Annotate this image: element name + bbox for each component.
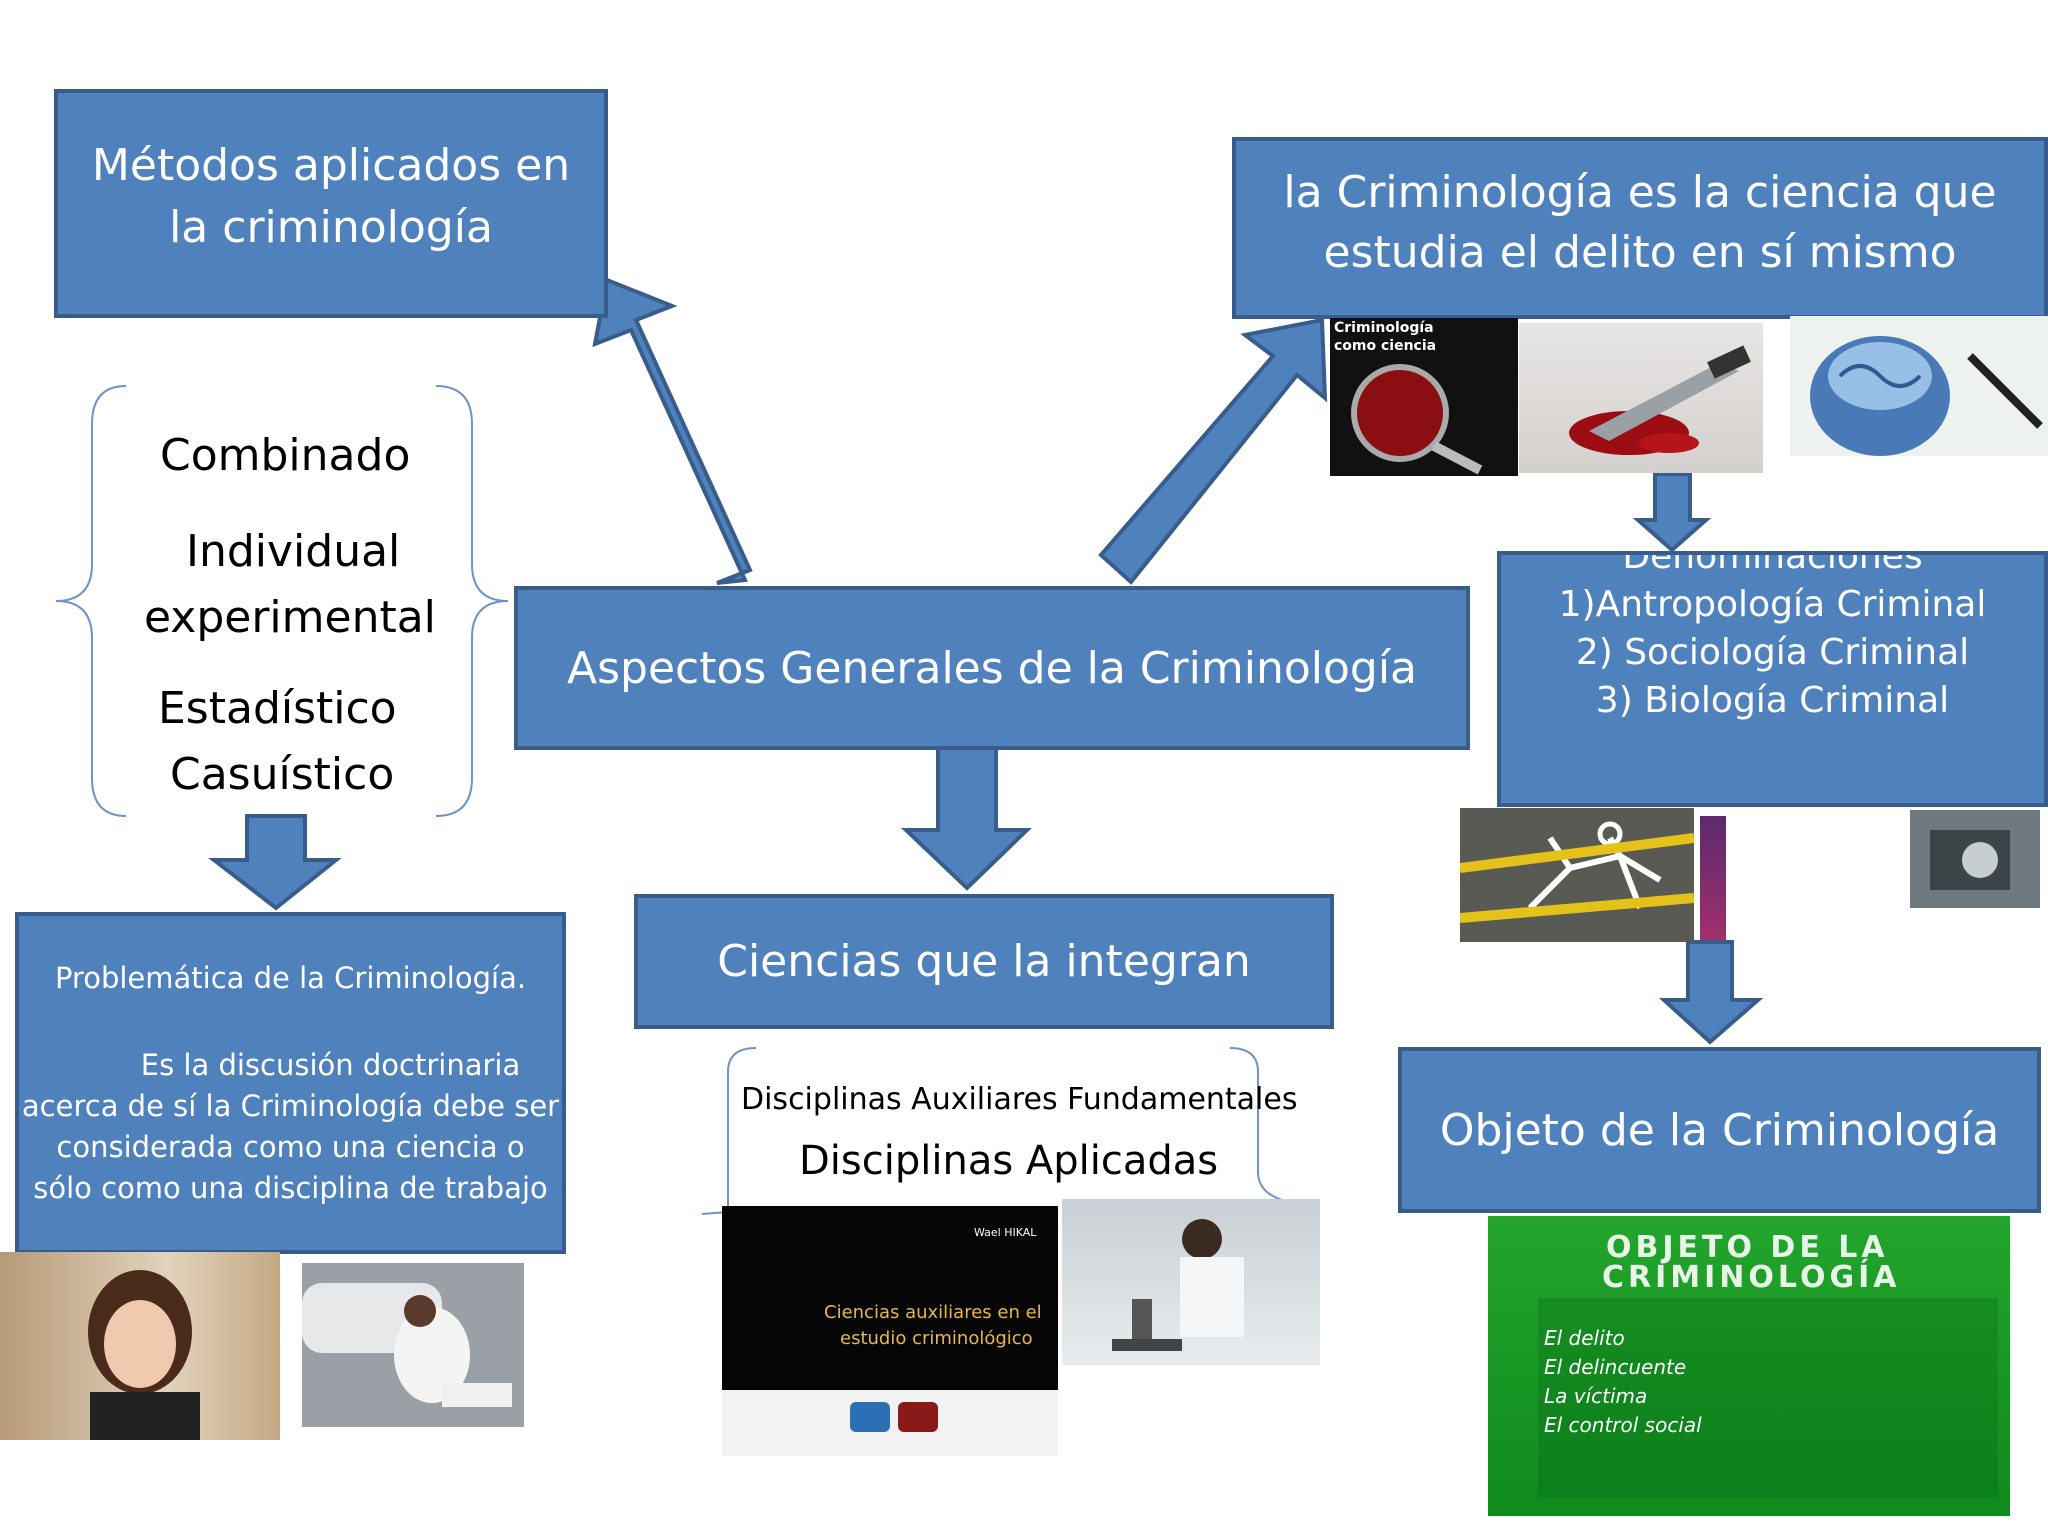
method-item-experimental: experimental (144, 592, 436, 643)
ciencia-line1: la Criminología es la ciencia que (1283, 167, 1997, 218)
forensic-icon (1930, 830, 2010, 890)
denominaciones-item-2: 2) Sociología Criminal (1575, 632, 1970, 673)
magnifier-icon (1351, 364, 1483, 475)
metodos-node: Métodos aplicados en la criminología (54, 89, 608, 318)
problematica-line3: considerada como una ciencia o (56, 1129, 525, 1164)
crime-scene-image (1460, 808, 1694, 942)
criminologia-ciencia-line1: Criminología (1334, 320, 1434, 336)
method-item-combinado: Combinado (160, 430, 411, 481)
objeto-slide-item-4: El control social (1544, 1413, 1702, 1437)
problematica-line1: Es la discusión doctrinaria (140, 1047, 521, 1082)
objeto-slide-item-2: El delincuente (1544, 1355, 1687, 1379)
forensic-scene-image (302, 1263, 524, 1427)
metodos-line1: Métodos aplicados en (91, 139, 571, 191)
problematica-line4: sólo como una disciplina de trabajo (33, 1170, 548, 1205)
disciplines-brace-right (1229, 1047, 1283, 1201)
problematica-title: Problemática de la Criminología. (54, 960, 527, 995)
body-outline-icon (1460, 821, 1694, 923)
method-item-estadistico: Estadístico (158, 683, 397, 734)
objeto-text: Objeto de la Criminología (1439, 1104, 2000, 1156)
ciencias-auxiliares-line1: Ciencias auxiliares en el (824, 1302, 1042, 1323)
knife-icon (1569, 345, 1751, 455)
ciencia-node: la Criminología es la ciencia que estudi… (1232, 137, 2048, 319)
problematica-node: Problemática de la Criminología. Es la d… (15, 912, 566, 1254)
objeto-slide-item-3: La víctima (1544, 1384, 1648, 1408)
lab-microscope-image (1062, 1199, 1320, 1365)
student-icon (88, 1270, 200, 1440)
investigator-icon (302, 1283, 512, 1407)
method-item-individual: Individual (186, 526, 401, 577)
ciencias-auxiliares-image: Wael HIKAL Ciencias auxiliares en el est… (722, 1206, 1058, 1456)
discipline-item-auxiliares: Disciplinas Auxiliares Fundamentales (741, 1082, 1298, 1117)
objeto-slide-title2: CRIMINOLOGÍA (1602, 1260, 1901, 1295)
aspectos-node: Aspectos Generales de la Criminología (514, 586, 1470, 750)
brain-icon (1810, 336, 2043, 456)
denominaciones-item-3: 3) Biología Criminal (1595, 680, 1950, 721)
ciencia-line2: estudia el delito en sí mismo (1323, 227, 1957, 278)
problematica-line2: acerca de sí la Criminología debe ser (21, 1088, 560, 1123)
objeto-node: Objeto de la Criminología (1398, 1047, 2041, 1213)
methods-brace-right (435, 385, 509, 817)
objeto-slide-title1: OBJETO DE LA (1606, 1230, 1889, 1265)
aspectos-text: Aspectos Generales de la Criminología (566, 642, 1418, 694)
denominaciones-title: Denominaciones (1622, 551, 1923, 577)
ciencias-text: Ciencias que la integran (717, 936, 1251, 987)
ciencias-auxiliares-line2: estudio criminológico (840, 1328, 1033, 1349)
criminologia-ciencia-image: Criminología como ciencia (1330, 318, 1518, 476)
ciencias-auxiliares-header: Wael HIKAL (974, 1226, 1037, 1239)
objeto-slide-item-1: El delito (1544, 1326, 1625, 1350)
microscope-icon (1112, 1219, 1244, 1351)
knife-image (1519, 323, 1763, 473)
ciencias-node: Ciencias que la integran (634, 894, 1334, 1029)
methods-brace-left (55, 385, 127, 817)
disciplines-brace-left (701, 1047, 757, 1215)
method-item-casuistico: Casuístico (170, 749, 395, 800)
criminologia-ciencia-line2: como ciencia (1334, 338, 1437, 354)
brain-image (1790, 316, 2048, 456)
denominaciones-item-1: 1)Antropología Criminal (1558, 584, 1987, 625)
logo-icon (898, 1402, 938, 1432)
denominaciones-node: Denominaciones 1)Antropología Criminal 2… (1497, 551, 2048, 807)
forensic-image (1910, 810, 2040, 908)
student-books-image (0, 1252, 280, 1440)
objeto-slide-image: OBJETO DE LA CRIMINOLOGÍA El delito El d… (1488, 1216, 2010, 1516)
logo-icon (850, 1402, 890, 1432)
discipline-item-aplicadas: Disciplinas Aplicadas (799, 1138, 1219, 1184)
metodos-line2: la criminología (169, 201, 493, 253)
